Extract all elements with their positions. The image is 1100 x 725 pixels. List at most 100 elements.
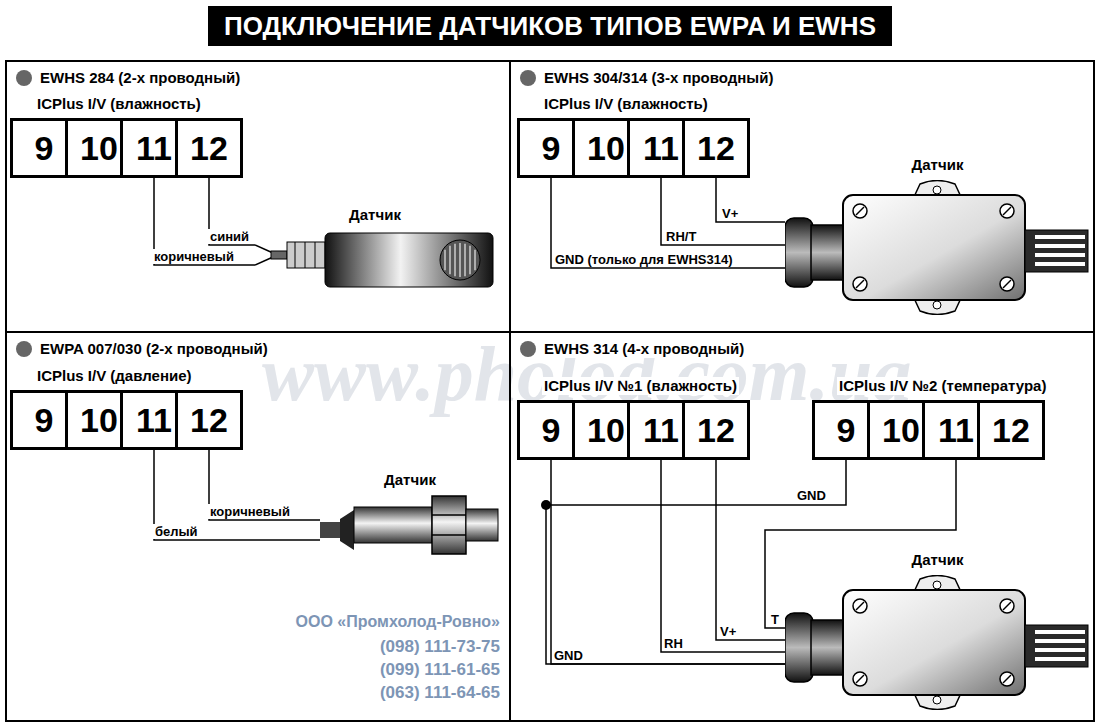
rect-shape: [1035, 253, 1085, 257]
rect-shape: [271, 251, 287, 259]
block-heading: ICPlus I/V (влажность): [35, 95, 203, 113]
terminal-cell: 10: [65, 390, 133, 450]
terminal-number: 12: [178, 393, 240, 447]
circle-shape: [853, 599, 867, 613]
line-shape: [432, 514, 466, 516]
wire-label: RH: [662, 636, 685, 651]
rect-shape: [811, 225, 845, 280]
circle-shape: [440, 240, 480, 280]
terminal-number: 9: [520, 403, 582, 457]
terminal-number: 12: [685, 121, 747, 175]
title-bar: ПОДКЛЮЧЕНИЕ ДАТЧИКОВ ТИПОВ EWPA И EWHS: [0, 6, 1100, 46]
terminal-cell: 10: [867, 400, 935, 460]
rect-shape: [466, 509, 498, 541]
bullet-dot: [16, 70, 32, 86]
sensor: Датчик: [785, 155, 1090, 315]
wire: [716, 460, 785, 640]
terminal-cell: 10: [65, 118, 133, 178]
line-shape: [856, 207, 864, 215]
terminal-block: ICPlus I/V №2 (температура)9101112: [812, 400, 1035, 460]
circle-shape: [1000, 204, 1014, 218]
bullet-dot: [520, 341, 536, 357]
panel-heading: EWHS 314 (4-х проводный): [542, 340, 746, 358]
bullet-dot: [16, 341, 32, 357]
line-shape: [1003, 280, 1011, 288]
rect-shape: [1035, 639, 1085, 643]
sensor-label: Датчик: [255, 205, 495, 225]
path-shape: [340, 510, 354, 550]
line-shape: [459, 243, 461, 277]
terminal-number: 10: [575, 403, 637, 457]
terminal-cell: 9: [812, 400, 880, 460]
rect-shape: [287, 242, 325, 268]
wiring-panel: EWHS 284 (2-х проводный) ICPlus I/V (влаж…: [5, 60, 511, 333]
block-heading: ICPlus I/V (давление): [35, 367, 194, 385]
wire-label: синий: [208, 229, 251, 244]
sensor-illustration: [320, 495, 500, 555]
line-shape: [449, 246, 451, 275]
terminal-cell: 9: [10, 118, 78, 178]
company-name: ООО «Промхолод-Ровно»: [270, 612, 500, 632]
line-shape: [474, 250, 476, 270]
panel-heading: EWHS 304/314 (3-х проводный): [542, 69, 775, 87]
line-shape: [856, 602, 864, 610]
terminal-block: ICPlus I/V №1 (влажность)9101112: [517, 400, 740, 460]
wire-label: V+: [720, 206, 740, 221]
rect-shape: [785, 613, 813, 682]
sensor-illustration: [255, 230, 495, 290]
terminal-cell: 11: [120, 118, 188, 178]
phone-number: (099) 111-61-65: [270, 659, 500, 680]
terminal-cell: 10: [572, 400, 640, 460]
line-shape: [305, 242, 306, 268]
sensor: Датчик: [320, 470, 500, 560]
terminal-number: 11: [630, 121, 692, 175]
line-shape: [295, 242, 296, 268]
rect-shape: [843, 590, 1025, 695]
block-heading: ICPlus I/V №2 (температура): [837, 377, 1048, 395]
wire: [209, 450, 320, 520]
wiring-panel: EWHS 304/314 (3-х проводный)ICPlus I/V (…: [509, 60, 1095, 333]
title-text: ПОДКЛЮЧЕНИЕ ДАТЧИКОВ ТИПОВ EWPA И EWHS: [208, 6, 892, 46]
block-heading: ICPlus I/V №1 (влажность): [542, 377, 739, 395]
wire-label: RH/T: [664, 229, 698, 244]
panel-heading: EWHS 284 (2-х проводный): [38, 69, 242, 87]
bullet-dot: [520, 70, 536, 86]
wiring-panel: EWHS 314 (4-х проводный) ICPlus I/V №1 (в…: [509, 331, 1095, 722]
rect-shape: [320, 522, 340, 538]
circle-shape: [853, 204, 867, 218]
terminal-block: ICPlus I/V (давление)9101112: [10, 390, 233, 450]
line-shape: [464, 244, 466, 277]
wire: [716, 178, 785, 222]
terminal-cell: 9: [517, 118, 585, 178]
line-shape: [1003, 675, 1011, 683]
rect-shape: [1025, 625, 1088, 667]
line-shape: [1003, 602, 1011, 610]
terminal-cell: 11: [627, 400, 695, 460]
terminal-number: 10: [68, 121, 130, 175]
rect-shape: [1035, 657, 1085, 661]
wire-label: GND (только для EWHS314): [553, 252, 735, 267]
terminal-number: 9: [13, 393, 75, 447]
terminal-number: 12: [178, 121, 240, 175]
terminal-cell: 12: [175, 118, 243, 178]
phone-number: (063) 111-64-65: [270, 682, 500, 703]
sensor-label: Датчик: [785, 550, 1090, 570]
terminal-number: 10: [68, 393, 130, 447]
rect-shape: [1025, 230, 1088, 272]
sensor-label: Датчик: [320, 470, 500, 490]
terminal-cell: 12: [977, 400, 1045, 460]
wire-label: GND: [795, 488, 828, 503]
terminal-cell: 11: [627, 118, 695, 178]
terminal-cell: 12: [682, 118, 750, 178]
terminal-cell: 9: [10, 390, 78, 450]
line-shape: [255, 245, 273, 253]
circle-shape: [853, 277, 867, 291]
circle-shape: [933, 581, 941, 589]
panel-heading: EWPA 007/030 (2-х проводный): [38, 340, 270, 358]
terminal-cell: 12: [682, 400, 750, 460]
rect-shape: [811, 620, 845, 675]
terminal-cell: 10: [572, 118, 640, 178]
sensor-illustration: [785, 575, 1090, 710]
rect-shape: [785, 218, 813, 287]
